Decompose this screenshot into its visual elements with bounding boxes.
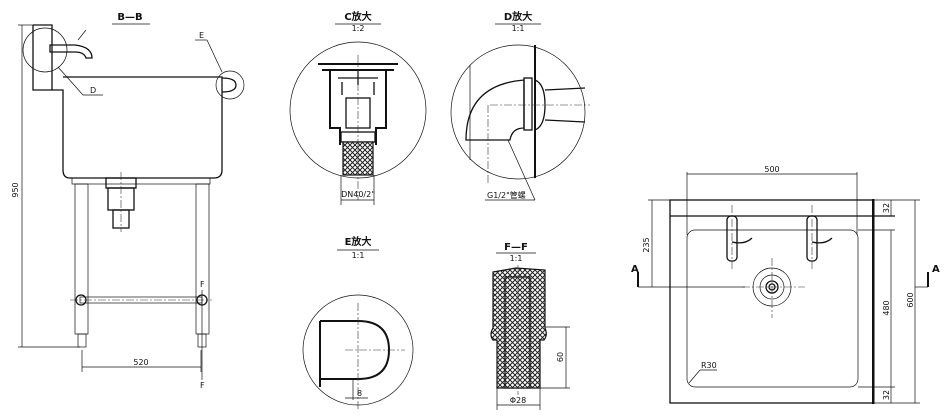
dim-bottom-32: 32: [882, 390, 891, 400]
faucet-left: [726, 205, 753, 270]
dim-diameter-ff: Φ28: [510, 396, 526, 405]
view-title-ff: F—F: [504, 242, 528, 253]
section-mark-f-bottom: F: [200, 381, 205, 390]
callout-circle-e: [215, 70, 245, 100]
dim-faucet-235: 235: [642, 237, 651, 252]
section-view-bb: B—B D E F F 950 520: [11, 12, 245, 390]
note-thread-d: G1/2"管螺: [487, 190, 526, 200]
view-scale-e: 1:1: [352, 251, 365, 260]
detail-view-c: C放大 1:2 DN40/2": [289, 10, 427, 205]
faucet-right: [806, 205, 833, 270]
section-view-ff: F—F 1:1 60 Φ28: [490, 242, 570, 410]
dim-leg-span-520: 520: [133, 358, 148, 367]
detail-view-e: E放大 1:1 8: [302, 235, 414, 410]
drain-assembly: [105, 172, 137, 232]
callout-label-d: D: [90, 86, 96, 95]
faucet-d: [22, 27, 93, 73]
dim-height-950: 950: [11, 182, 20, 197]
dim-e: 8: [357, 389, 362, 398]
drain-plan: [742, 258, 805, 318]
detail-view-d: D放大 1:1 G1/2"管螺: [450, 10, 590, 201]
basin-outline: [686, 229, 859, 388]
dim-basin-480: 480: [882, 300, 891, 315]
callout-label-e: E: [199, 31, 204, 40]
view-title-bb: B—B: [117, 12, 142, 23]
view-scale-d: 1:1: [512, 24, 525, 33]
plan-view: 500 235 A A 32 480 32 600 R30: [631, 165, 940, 404]
view-title-d: D放大: [504, 10, 532, 23]
view-scale-ff: 1:1: [510, 254, 523, 263]
dim-top-32: 32: [882, 203, 891, 213]
corner-radius-label: R30: [701, 361, 717, 370]
section-mark-a-right: A: [932, 264, 940, 275]
dim-height-ff: 60: [556, 352, 565, 362]
section-mark-f-top: F: [200, 280, 205, 289]
dim-width-500: 500: [764, 165, 779, 174]
view-title-c: C放大: [344, 10, 371, 23]
dim-outlet-c: DN40/2": [341, 190, 375, 199]
dim-total-600: 600: [906, 292, 915, 307]
view-title-e: E放大: [345, 235, 372, 248]
view-scale-c: 1:2: [352, 24, 365, 33]
section-mark-a-left: A: [631, 264, 639, 275]
